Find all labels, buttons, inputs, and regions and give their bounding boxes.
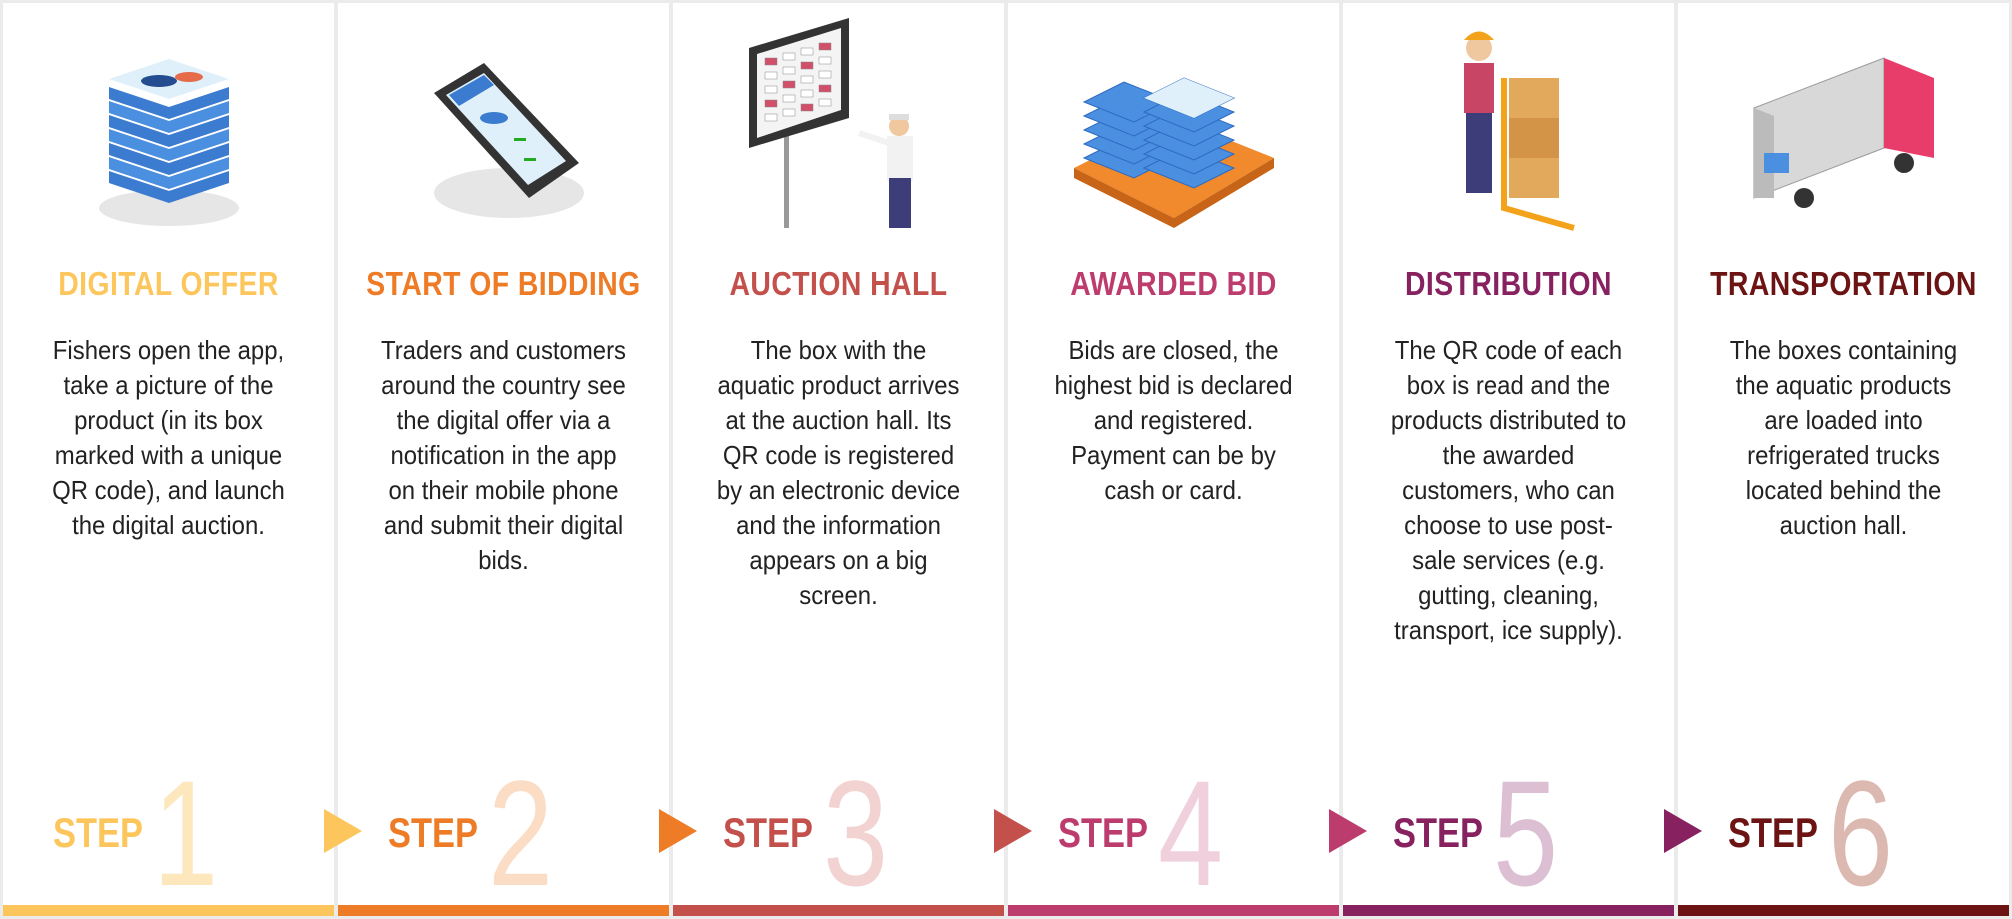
step-label: STEP xyxy=(388,809,478,856)
step-title: DISTRIBUTION xyxy=(1405,265,1612,302)
next-arrow-icon xyxy=(994,809,1032,853)
step-label: STEP xyxy=(1728,809,1818,856)
next-arrow-icon xyxy=(324,809,362,853)
step-description: Bids are closed, the highest bid is decl… xyxy=(1054,335,1293,505)
step-number: 5 xyxy=(1492,749,1558,917)
step-label: STEP xyxy=(1393,809,1483,856)
auction-screen-worker-icon xyxy=(673,13,1004,253)
step-column: START OF BIDDING Traders and customers a… xyxy=(338,3,697,917)
fish-boxes-stack-icon xyxy=(3,13,334,253)
step-column: DIGITAL OFFER Fishers open the app, take… xyxy=(3,3,362,917)
step-number: 2 xyxy=(487,749,553,917)
step-column: AWARDED BID Bids are closed, the highest… xyxy=(1008,3,1367,917)
step-description: Fishers open the app, take a picture of … xyxy=(52,335,285,540)
color-bar xyxy=(1343,905,1674,916)
step-title: AWARDED BID xyxy=(1070,265,1277,302)
step-number: 4 xyxy=(1157,749,1223,917)
next-arrow-icon xyxy=(659,809,697,853)
next-arrow-icon xyxy=(1664,809,1702,853)
color-bar xyxy=(3,905,334,916)
step-description: The boxes containing the aquatic product… xyxy=(1729,335,1958,540)
step-column: DISTRIBUTION The QR code of each box is … xyxy=(1343,3,1702,917)
step-label: STEP xyxy=(723,809,813,856)
pallet-boxes-icon xyxy=(1008,13,1339,253)
step-number: 1 xyxy=(152,749,218,917)
step-title: START OF BIDDING xyxy=(366,265,641,302)
step-column: TRANSPORTATION The boxes containing the … xyxy=(1678,3,2009,916)
color-bar xyxy=(1008,905,1339,916)
step-description: The QR code of each box is read and the … xyxy=(1390,335,1627,645)
color-bar xyxy=(338,905,669,916)
step-label: STEP xyxy=(1058,809,1148,856)
step-column: AUCTION HALL The box with the aquatic pr… xyxy=(673,3,1032,917)
step-description: The box with the aquatic product arrives… xyxy=(716,335,961,610)
worker-hand-truck-icon xyxy=(1343,13,1674,253)
color-bar xyxy=(1678,905,2009,916)
step-title: TRANSPORTATION xyxy=(1710,265,1977,302)
color-bar xyxy=(673,905,1004,916)
step-description: Traders and customers around the country… xyxy=(380,335,627,575)
step-title: AUCTION HALL xyxy=(729,265,948,302)
step-title: DIGITAL OFFER xyxy=(58,265,279,302)
tablet-app-icon xyxy=(338,13,669,253)
step-number: 6 xyxy=(1827,749,1893,917)
step-label: STEP xyxy=(53,809,143,856)
next-arrow-icon xyxy=(1329,809,1367,853)
step-number: 3 xyxy=(822,749,888,917)
refrigerated-truck-icon xyxy=(1678,13,2009,253)
